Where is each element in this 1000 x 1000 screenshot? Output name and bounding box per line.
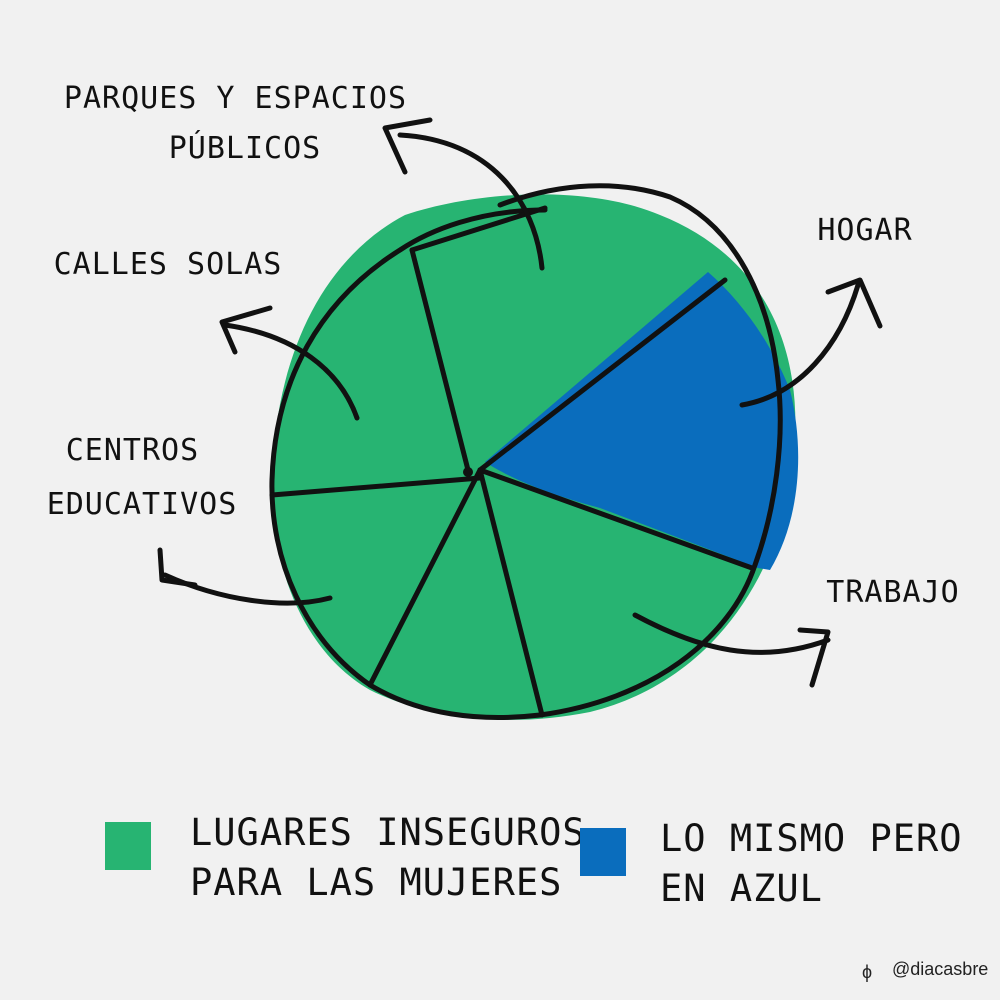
label-calles-line-1: CALLES SOLAS (54, 247, 283, 282)
label-trabajo: TRABAJO (826, 575, 959, 610)
label-hogar: HOGAR (817, 213, 912, 248)
label-hogar-line-1: HOGAR (817, 213, 912, 248)
arrow-trabajo (632, 612, 831, 688)
slice-divider-parques-hogar (477, 277, 728, 473)
label-parques: PARQUES Y ESPACIOS PÚBLICOS (64, 81, 426, 166)
pie-center-dot (463, 467, 473, 477)
arrow-parques (382, 117, 545, 271)
label-parques-line-1: PARQUES Y ESPACIOS (64, 81, 407, 116)
slice-divider-unnamed-parques (409, 205, 548, 253)
legend-label-blue: LO MISMO PERO EN AZUL (660, 817, 986, 910)
pie-slice-hogar-fill (485, 272, 799, 570)
slice-divider-centros-calles (269, 475, 483, 498)
arrow-calles (219, 305, 360, 421)
slice-divider-calles-unnamed (409, 247, 471, 473)
arrow-centros (157, 547, 333, 606)
label-centros: CENTROS EDUCATIVOS (47, 433, 238, 522)
legend-blue-line-2: EN AZUL (660, 867, 823, 910)
credit-handle: @diacasbre (892, 959, 988, 979)
slice-divider-unnamed-centros (367, 467, 483, 688)
arrow-hogar (739, 277, 883, 408)
label-trabajo-line-1: TRABAJO (826, 575, 959, 610)
slice-divider-hogar-trabajo (477, 467, 755, 571)
legend-swatch-green (105, 822, 151, 870)
label-parques-line-2: PÚBLICOS (169, 129, 322, 166)
legend-green-line-2: PARA LAS MUJERES (190, 861, 562, 904)
slice-divider-trabajo-unnamed (477, 467, 545, 718)
legend-label-green: LUGARES INSEGUROS PARA LAS MUJERES (190, 811, 609, 904)
label-calles: CALLES SOLAS (54, 247, 283, 282)
legend-green-line-1: LUGARES INSEGUROS (190, 811, 586, 854)
legend-blue-line-1: LO MISMO PERO (660, 817, 963, 860)
label-centros-line-2: EDUCATIVOS (47, 487, 238, 522)
legend-swatch-blue (580, 828, 626, 876)
label-centros-line-1: CENTROS (66, 433, 199, 468)
credit-symbol: ϕ (862, 962, 872, 982)
